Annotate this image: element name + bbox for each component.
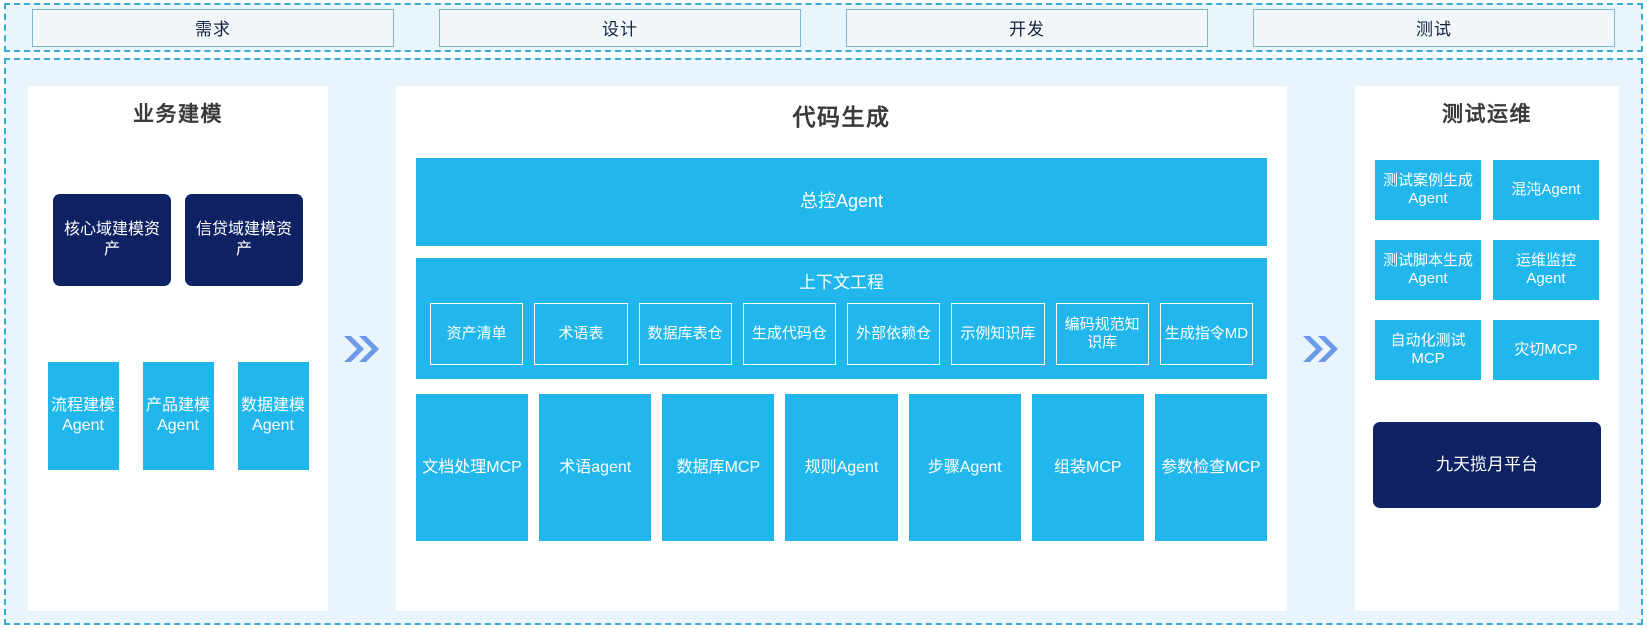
tool-label: 参数检查MCP	[1161, 458, 1261, 476]
asset-core-domain[interactable]: 核心域建模资产	[53, 194, 171, 286]
context-item-db-table-repo[interactable]: 数据库表仓	[638, 303, 732, 365]
operations-monitoring-agent[interactable]: 运维监控Agent	[1493, 240, 1599, 300]
phase-box-design[interactable]: 设计	[439, 8, 801, 47]
panel-title-business-modeling: 业务建模	[133, 103, 223, 126]
context-item-label: 编码规范知识库	[1064, 316, 1140, 351]
agent-label: 数据建模Agent	[240, 397, 305, 434]
tool-label: 术语agent	[559, 458, 632, 476]
panel-title-code-generation: 代码生成	[792, 104, 891, 130]
agent-label: 流程建模Agent	[50, 397, 115, 434]
tool-label: 文档处理MCP	[422, 458, 522, 476]
context-item-label: 外部依赖仓	[856, 325, 932, 342]
tool-parameter-check-mcp[interactable]: 参数检查MCP	[1154, 394, 1267, 541]
asset-label: 核心域建模资产	[63, 221, 160, 258]
business-agents-row: 流程建模Agent 产品建模Agent 数据建模Agent	[47, 362, 309, 470]
context-item-glossary[interactable]: 术语表	[534, 303, 628, 365]
panel-test-operations: 测试运维 测试案例生成Agent 混沌Agent 测试脚本生成Agent 运维监…	[1355, 86, 1619, 611]
tile-label: 混沌Agent	[1511, 180, 1581, 198]
context-item-generated-code-repo[interactable]: 生成代码仓	[742, 303, 836, 365]
test-script-generation-agent[interactable]: 测试脚本生成Agent	[1375, 240, 1481, 300]
flow-arrow-left	[328, 86, 396, 611]
asset-credit-domain[interactable]: 信贷域建模资产	[185, 194, 303, 286]
phase-label: 测试	[1416, 20, 1452, 39]
tile-label: 自动化测试MCP	[1390, 331, 1466, 367]
master-agent-label: 总控Agent	[799, 191, 884, 212]
chaos-agent[interactable]: 混沌Agent	[1493, 160, 1599, 220]
context-item-label: 生成代码仓	[751, 325, 827, 342]
panel-title-test-operations: 测试运维	[1442, 103, 1532, 126]
context-items-row: 资产清单 术语表 数据库表仓 生成代码仓 外部依赖仓	[430, 303, 1253, 365]
tile-label: 灾切MCP	[1514, 340, 1578, 358]
tool-database-mcp[interactable]: 数据库MCP	[662, 394, 775, 541]
phase-label: 开发	[1009, 20, 1045, 39]
disaster-switch-mcp[interactable]: 灾切MCP	[1493, 320, 1599, 380]
jiutian-lanyue-platform[interactable]: 九天揽月平台	[1373, 422, 1601, 508]
tool-rule-agent[interactable]: 规则Agent	[785, 394, 898, 541]
context-item-label: 数据库表仓	[647, 325, 723, 342]
tool-step-agent[interactable]: 步骤Agent	[908, 394, 1021, 541]
tool-document-processing-mcp[interactable]: 文档处理MCP	[416, 394, 529, 541]
main-container: 业务建模 核心域建模资产 信贷域建模资产 流程建模Agent 产品建模Agent…	[4, 58, 1643, 625]
context-item-label: 术语表	[558, 325, 604, 342]
tool-glossary-agent[interactable]: 术语agent	[539, 394, 652, 541]
context-item-coding-standard-knowledge-base[interactable]: 编码规范知识库	[1055, 303, 1149, 365]
code-generation-content: 总控Agent 上下文工程 资产清单 术语表 数据库表仓	[396, 138, 1287, 541]
context-item-external-dependency-repo[interactable]: 外部依赖仓	[847, 303, 941, 365]
agent-label: 产品建模Agent	[145, 397, 210, 434]
context-item-label: 示例知识库	[960, 325, 1036, 342]
context-item-asset-inventory[interactable]: 资产清单	[430, 303, 524, 365]
tool-label: 组装MCP	[1053, 458, 1122, 476]
context-item-label: 资产清单	[446, 325, 507, 342]
tile-label: 测试案例生成Agent	[1382, 171, 1473, 207]
flow-arrow-right	[1287, 86, 1355, 611]
panel-business-modeling: 业务建模 核心域建模资产 信贷域建模资产 流程建模Agent 产品建模Agent…	[28, 86, 328, 611]
tool-label: 数据库MCP	[676, 458, 761, 476]
phase-strip: 需求 设计 开发 测试	[4, 3, 1643, 52]
agent-process-modeling[interactable]: 流程建模Agent	[47, 362, 119, 470]
double-chevron-right-icon	[344, 335, 379, 362]
test-operations-grid: 测试案例生成Agent 混沌Agent 测试脚本生成Agent 运维监控Agen…	[1375, 160, 1599, 380]
phase-label: 设计	[602, 20, 638, 39]
tool-label: 步骤Agent	[927, 458, 1002, 476]
business-assets-row: 核心域建模资产 信贷域建模资产	[53, 194, 303, 286]
automated-testing-mcp[interactable]: 自动化测试MCP	[1375, 320, 1481, 380]
tool-assembly-mcp[interactable]: 组装MCP	[1031, 394, 1144, 541]
test-case-generation-agent[interactable]: 测试案例生成Agent	[1375, 160, 1481, 220]
tool-label: 规则Agent	[804, 458, 879, 476]
context-item-generation-instruction-md[interactable]: 生成指令MD	[1159, 303, 1253, 365]
platform-label: 九天揽月平台	[1436, 454, 1538, 474]
agent-product-modeling[interactable]: 产品建模Agent	[142, 362, 214, 470]
panel-code-generation: 代码生成 总控Agent 上下文工程 资产清单 术语表	[396, 86, 1287, 611]
phase-box-testing[interactable]: 测试	[1253, 8, 1615, 47]
context-engineering-block: 上下文工程 资产清单 术语表 数据库表仓 生成代码仓	[416, 258, 1267, 379]
context-item-label: 生成指令MD	[1164, 325, 1249, 342]
context-engineering-title: 上下文工程	[799, 273, 884, 292]
double-chevron-right-icon	[1303, 335, 1338, 362]
phase-box-development[interactable]: 开发	[846, 8, 1208, 47]
phase-label: 需求	[195, 20, 231, 39]
asset-label: 信贷域建模资产	[195, 221, 292, 258]
agent-data-modeling[interactable]: 数据建模Agent	[237, 362, 309, 470]
master-control-agent[interactable]: 总控Agent	[416, 158, 1267, 246]
tools-row: 文档处理MCP 术语agent 数据库MCP 规则Agent 步骤Agent	[416, 394, 1267, 541]
context-item-example-knowledge-base[interactable]: 示例知识库	[951, 303, 1045, 365]
tile-label: 测试脚本生成Agent	[1382, 251, 1473, 287]
tile-label: 运维监控Agent	[1515, 251, 1576, 287]
phase-box-requirements[interactable]: 需求	[32, 8, 394, 47]
